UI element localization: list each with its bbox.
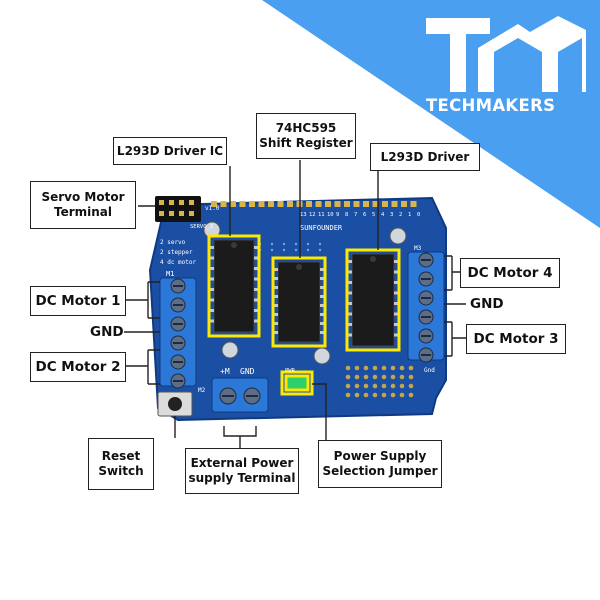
techmakers-logo-icon: [426, 16, 586, 92]
silk-pin-number: 4: [381, 212, 385, 218]
silk-pin-number: 12: [309, 212, 316, 218]
silk-note-3: 4 dc motor: [160, 259, 197, 266]
label-reset-line1: Reset: [101, 449, 141, 463]
reset-switch-icon: [157, 391, 193, 417]
l293d-ic-right: [347, 253, 399, 347]
silk-ext-gnd: GND: [240, 367, 255, 376]
silk-pin-number: 5: [372, 212, 375, 218]
label-ext-power-line1: External Power: [190, 456, 294, 470]
silk-pin-number: 2: [399, 212, 402, 218]
shift-register-ic: [273, 261, 325, 343]
silk-pwr: PWR: [285, 368, 296, 374]
silk-pin-number: 1: [408, 212, 411, 218]
highlight-l293d-right: [345, 248, 401, 352]
logo-m-shape: [478, 16, 586, 92]
silk-servo: SERVO_2: [190, 224, 213, 230]
silk-version: v1.0: [205, 205, 220, 212]
capacitor: [203, 221, 221, 239]
label-dc-motor-1-text: DC Motor 1: [35, 292, 121, 309]
silk-pin-number: 10: [327, 212, 334, 218]
label-dc-motor-1: DC Motor 1: [30, 286, 126, 316]
silk-pin-number: 11: [318, 212, 325, 218]
logo-m-gap: [514, 54, 524, 92]
label-l293d-driver: L293D Driver: [370, 143, 480, 171]
silk-pin-number: 8: [345, 212, 348, 218]
power-jumper: [284, 374, 310, 392]
silk-plus-m: +M: [220, 367, 230, 376]
label-servo-line1: Servo Motor: [41, 190, 125, 204]
label-psu-jumper-line2: Selection Jumper: [322, 464, 438, 478]
label-shift-register-line2: Shift Register: [259, 136, 353, 150]
leader-ext-power: [223, 426, 257, 448]
silk-pin-number: 9: [336, 212, 339, 218]
left-terminal-block: [159, 277, 197, 389]
label-dc-motor-4: DC Motor 4: [460, 258, 560, 288]
label-l293d-ic-text: L293D Driver IC: [116, 143, 224, 158]
label-dc-motor-2-text: DC Motor 2: [35, 358, 121, 375]
brand-name: TECHMAKERS: [426, 96, 556, 115]
silk-gnd: Gnd: [424, 367, 435, 374]
silk-m3: M3: [414, 245, 422, 252]
label-psu-jumper-line1: Power Supply: [333, 449, 427, 463]
leader-psu-jumper: [312, 383, 327, 440]
label-ext-power: External Power supply Terminal: [185, 448, 299, 494]
silk-pin-number: 13: [300, 212, 307, 218]
highlight-l293d-left: [207, 234, 261, 338]
silk-m1: M1: [166, 270, 174, 278]
label-ext-power-line2: supply Terminal: [188, 471, 296, 485]
silk-brand: SUNFOUNDER: [300, 224, 343, 232]
silk-note-2: 2 stepper: [160, 249, 193, 256]
label-servo-terminal: Servo Motor Terminal: [30, 181, 136, 229]
right-terminal-block: [407, 251, 445, 363]
servo-header: [155, 196, 201, 222]
label-shift-register-line1: 74HC595: [275, 121, 337, 135]
silk-pin-number: 0: [417, 212, 420, 218]
highlight-shift-register: [271, 256, 327, 348]
label-reset-line2: Switch: [98, 464, 144, 478]
label-shift-register: 74HC595 Shift Register: [256, 113, 356, 159]
silk-note-1: 2 servo: [160, 239, 186, 246]
leader-dc1: [124, 281, 160, 319]
highlight-jumper: [280, 370, 314, 396]
silk-pin-number: 7: [354, 212, 357, 218]
silk-pin-number: 6: [363, 212, 366, 218]
proto-area: [345, 365, 414, 398]
leader-dc3: [444, 321, 466, 357]
leader-dc2: [124, 349, 160, 385]
label-dc-motor-3: DC Motor 3: [466, 324, 566, 354]
capacitor: [313, 347, 331, 365]
label-dc-motor-2: DC Motor 2: [30, 352, 126, 382]
label-dc-motor-3-text: DC Motor 3: [473, 330, 559, 347]
silk-pin-number: 3: [390, 212, 393, 218]
leader-dc4: [444, 255, 460, 291]
label-dc-motor-4-text: DC Motor 4: [467, 264, 553, 281]
capacitor: [221, 341, 239, 359]
label-servo-line2: Terminal: [53, 205, 113, 219]
label-gnd-right: GND: [470, 296, 504, 312]
label-l293d-ic: L293D Driver IC: [113, 137, 227, 165]
label-gnd-left: GND: [90, 324, 124, 340]
silk-m2: M2: [198, 387, 206, 394]
capacitor: [389, 227, 407, 245]
label-l293d-driver-text: L293D Driver: [380, 149, 470, 164]
label-psu-jumper: Power Supply Selection Jumper: [318, 440, 442, 488]
l293d-ic-left: [209, 239, 259, 333]
servo-header-pins: [159, 200, 194, 216]
label-reset-switch: Reset Switch: [88, 438, 154, 490]
ext-power-terminal: [211, 377, 269, 413]
logo-t-shape: [426, 18, 490, 92]
